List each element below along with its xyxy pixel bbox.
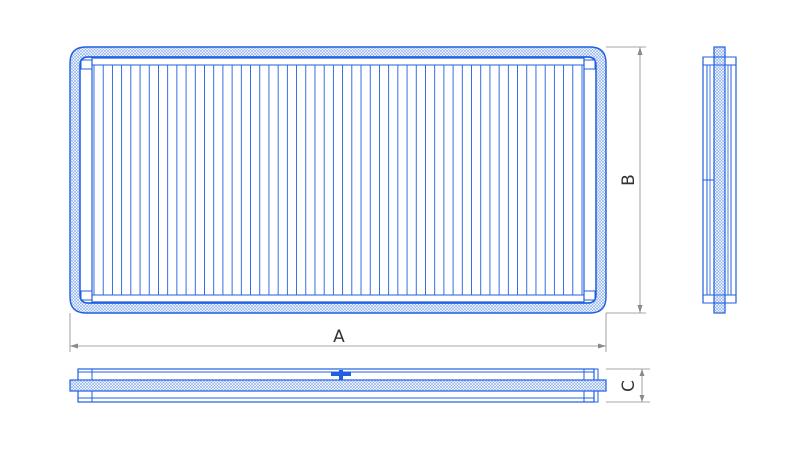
bottom-end-right-top <box>583 368 599 381</box>
dimension-a: A <box>69 313 607 352</box>
dim-b-label: B <box>619 174 639 186</box>
dimension-b: B <box>606 46 646 314</box>
bottom-end-right-bottom <box>583 390 599 403</box>
dim-b-arrow-top <box>637 47 643 55</box>
bottom-end-left-top <box>77 368 93 381</box>
dim-c-arrow-top <box>639 369 645 376</box>
dim-a-arrow-left <box>70 343 78 349</box>
dim-b-arrow-bottom <box>637 305 643 313</box>
front-corner-tab-top-left <box>80 59 93 70</box>
bottom-gasket-band <box>69 379 607 392</box>
front-corner-tab-bottom-left <box>80 290 93 301</box>
dim-c-label: C <box>619 380 639 392</box>
front-pleats <box>93 65 583 295</box>
front-corner-tab-top-right <box>583 59 596 70</box>
front-pleat-panel <box>91 57 585 303</box>
bottom-view <box>69 368 607 403</box>
bottom-end-left-bottom <box>77 390 93 403</box>
dim-c-arrow-bottom <box>639 395 645 402</box>
side-view <box>702 46 737 314</box>
front-view <box>69 46 607 314</box>
dim-a-label: A <box>333 327 345 347</box>
dim-a-arrow-right <box>598 343 606 349</box>
airflow-direction-marker <box>331 370 351 380</box>
side-gasket-strip <box>713 46 726 314</box>
front-corner-tab-bottom-right <box>583 290 596 301</box>
dimension-c: C <box>606 368 650 403</box>
front-inner-frame <box>79 56 597 304</box>
